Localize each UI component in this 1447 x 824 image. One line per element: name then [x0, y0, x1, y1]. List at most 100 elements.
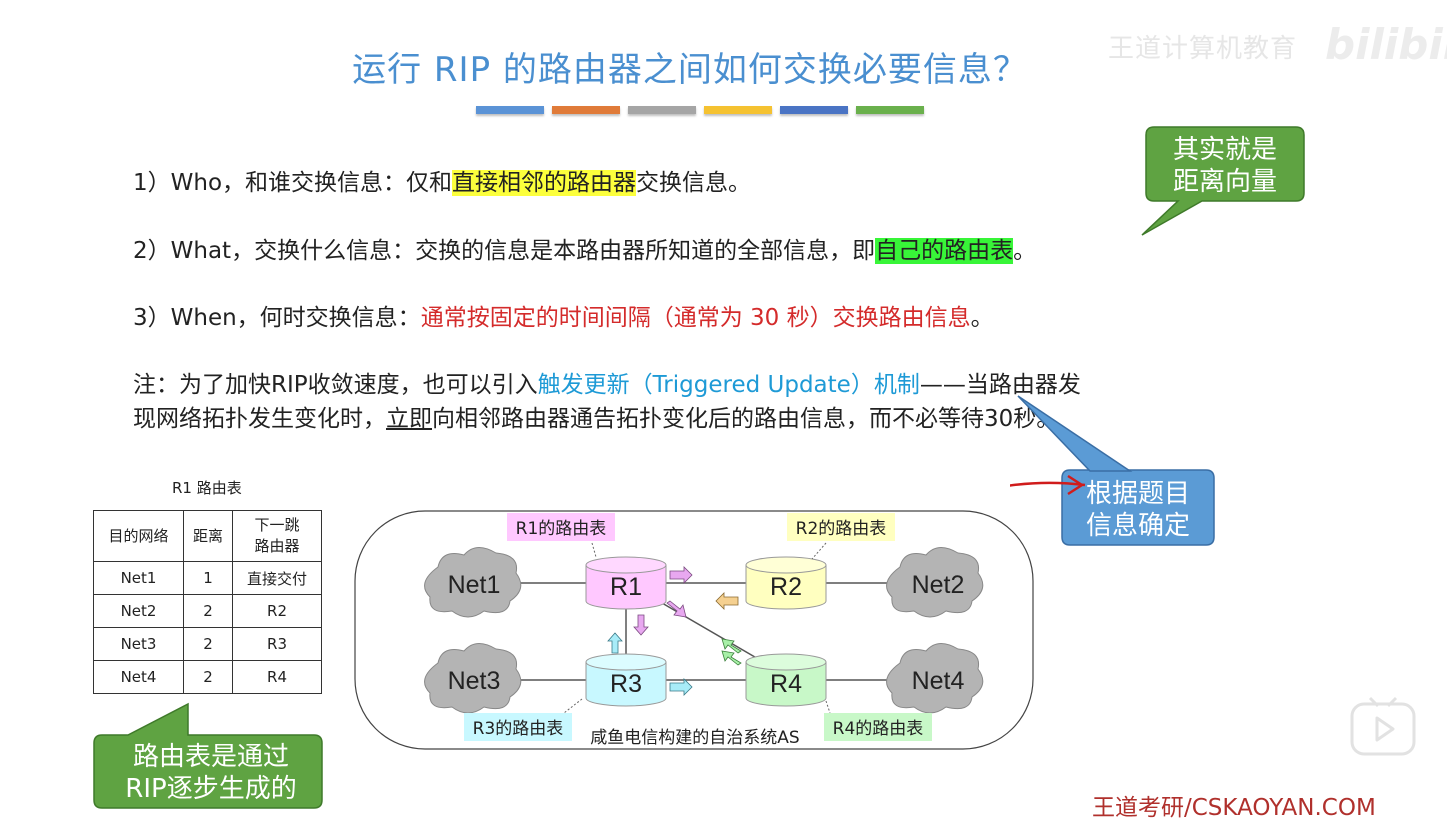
arrow-r1-to-r4: [666, 600, 687, 618]
note-line2-suffix: 向相邻路由器通告拓扑变化后的路由信息，而不必等待30秒。: [432, 406, 1060, 432]
header-destination: 目的网络: [93, 510, 184, 562]
router-r3: R3: [585, 653, 667, 707]
accent-bar-green: [856, 106, 924, 114]
arrow-r1-to-r3: [633, 614, 649, 636]
r3-table-label: R3的路由表: [473, 719, 564, 739]
cell-next-hop: R4: [232, 660, 322, 694]
callout-rip-built-shape: [93, 702, 323, 809]
net2-label: Net2: [912, 571, 965, 599]
callout-distance-vector-shape: [1141, 126, 1305, 236]
point-what: 2）What，交换什么信息：交换的信息是本路由器所知道的全部信息，即自己的路由表…: [133, 231, 1036, 265]
note-after-blue: ——当路由器发: [919, 372, 1081, 398]
note-underlined: 立即: [386, 406, 432, 432]
cell-next-hop: R2: [232, 594, 322, 628]
router-r1: R1: [585, 556, 667, 610]
callout-rip-built: 路由表是通过 RIP逐步生成的: [94, 741, 328, 805]
accent-bar-gray: [628, 106, 696, 114]
cell-destination: Net2: [93, 594, 184, 628]
brand-footer: 王道考研/CSKAOYAN.COM: [1092, 795, 1376, 821]
arrow-r4-to-r1-2: [721, 650, 742, 666]
router-r4: R4: [745, 653, 827, 707]
r4-table-label-bg: [824, 713, 932, 741]
cell-destination: Net4: [93, 660, 184, 694]
point-when-red: 通常按固定的时间间隔（通常为 30 秒）交换路由信息: [420, 305, 971, 331]
header-next-hop-line1: 下一跳: [254, 516, 300, 534]
cell-distance: 2: [183, 660, 233, 694]
r1-table-leader: [591, 542, 597, 558]
callout-determine: 根据题目 信息确定: [1062, 478, 1214, 542]
cell-distance: 1: [183, 561, 233, 595]
cell-next-hop: R3: [232, 627, 322, 661]
bilibili-logo: bilibili: [1325, 20, 1447, 69]
note-prefix: 注：为了加快RIP收敛速度，也可以引入: [133, 372, 538, 398]
cloud-net4: Net4: [886, 643, 984, 714]
point-who-prefix: 1）Who，和谁交换信息：仅和: [133, 170, 453, 196]
arrow-r3-to-r4: [669, 678, 693, 696]
r3-label: R3: [610, 670, 642, 698]
arrow-r2-to-r1: [715, 592, 739, 610]
callout-distance-vector-line2: 距离向量: [1172, 167, 1277, 197]
cell-destination: Net1: [93, 561, 184, 595]
point-who: 1）Who，和谁交换信息：仅和直接相邻的路由器交换信息。: [133, 163, 751, 197]
r2-table-label: R2的路由表: [796, 519, 887, 539]
r2-table-label-bg: [787, 513, 895, 541]
callout-distance-vector-line1: 其实就是: [1172, 135, 1277, 165]
accent-bar-yellow: [704, 106, 772, 114]
net4-label: Net4: [912, 667, 965, 695]
net1-label: Net1: [448, 571, 501, 599]
point-when: 3）When，何时交换信息：通常按固定的时间间隔（通常为 30 秒）交换路由信息…: [133, 298, 994, 332]
note-line-2: 现网络拓扑发生变化时，立即向相邻路由器通告拓扑变化后的路由信息，而不必等待30秒…: [133, 399, 1059, 433]
note-line-1: 注：为了加快RIP收敛速度，也可以引入触发更新（Triggered Update…: [133, 365, 1081, 399]
point-who-suffix: 交换信息。: [636, 170, 752, 196]
point-what-suffix: 。: [1013, 238, 1037, 264]
r2-label: R2: [770, 573, 802, 601]
cloud-net3: Net3: [424, 643, 522, 714]
cell-destination: Net3: [93, 627, 184, 661]
point-when-suffix: 。: [970, 305, 994, 331]
router-r2: R2: [745, 556, 827, 610]
net3-label: Net3: [448, 667, 501, 695]
callout-rip-built-line2: RIP逐步生成的: [125, 774, 297, 804]
r2-table-leader: [811, 542, 827, 560]
accent-bar-darkblue: [780, 106, 848, 114]
arrow-r3-to-r1: [607, 632, 623, 654]
header-next-hop: 下一跳路由器: [232, 510, 322, 562]
cell-distance: 2: [183, 627, 233, 661]
as-boundary: [354, 510, 1034, 750]
as-topology-diagram: Net1 Net2 Net3 Net4 R1 R2 R3 R4: [354, 510, 1034, 750]
header-distance: 距离: [183, 510, 233, 562]
accent-bar-blue: [476, 106, 544, 114]
point-what-highlight: 自己的路由表: [875, 238, 1014, 264]
cloud-net2: Net2: [886, 547, 984, 618]
note-line2-prefix: 现网络拓扑发生变化时，: [133, 406, 386, 432]
callout-determine-shape: [1010, 395, 1215, 546]
arrow-r4-to-r1: [721, 638, 742, 654]
r4-table-leader: [825, 700, 831, 714]
r1-label: R1: [610, 573, 642, 601]
point-who-highlight: 直接相邻的路由器: [452, 170, 637, 196]
watermark-text: 王道计算机教育: [1108, 34, 1298, 64]
cell-next-hop: 直接交付: [232, 561, 322, 595]
cell-distance: 2: [183, 594, 233, 628]
accent-bar-orange: [552, 106, 620, 114]
r4-table-label: R4的路由表: [833, 719, 924, 739]
routing-table-header: 目的网络 距离 下一跳路由器: [93, 510, 322, 562]
routing-table-title: R1 路由表: [172, 479, 242, 497]
point-when-prefix: 3）When，何时交换信息：: [133, 305, 421, 331]
cloud-net1: Net1: [424, 547, 522, 618]
as-label: 咸鱼电信构建的自治系统AS: [590, 728, 799, 748]
callout-determine-line1: 根据题目: [1085, 479, 1190, 509]
callout-distance-vector: 其实就是 距离向量: [1146, 134, 1304, 198]
point-what-prefix: 2）What，交换什么信息：交换的信息是本路由器所知道的全部信息，即: [133, 238, 876, 264]
header-next-hop-line2: 路由器: [254, 537, 300, 555]
r1-table-label-bg: [507, 513, 615, 541]
r3-table-label-bg: [464, 713, 572, 741]
slide-title: 运行 RIP 的路由器之间如何交换必要信息？: [352, 50, 1028, 90]
play-icon[interactable]: [1350, 694, 1416, 756]
note-triggered-update: 触发更新（Triggered Update）机制: [537, 372, 920, 398]
r3-table-leader: [563, 698, 583, 714]
